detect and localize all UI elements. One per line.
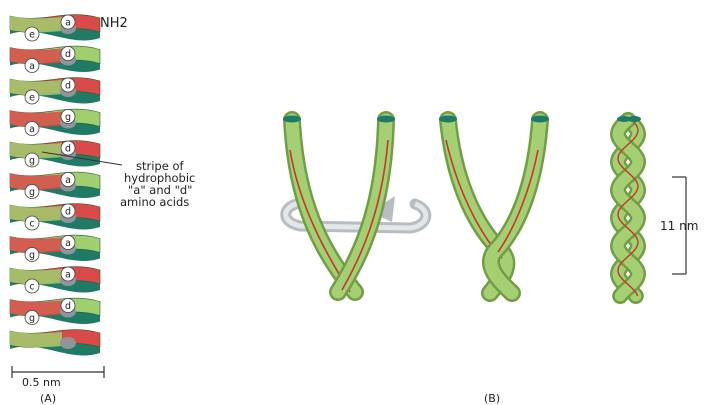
residue-label: g <box>29 313 35 324</box>
coil-end-cap <box>627 116 641 122</box>
residue-label: a <box>65 18 71 29</box>
residue-label: g <box>29 187 35 198</box>
residue-label: d <box>65 207 71 218</box>
residue-label: e <box>29 93 35 104</box>
residue-label: g <box>29 250 35 261</box>
helix-front-band-shade <box>10 331 62 347</box>
residue-label: a <box>29 124 35 135</box>
residue-label: a <box>65 238 71 249</box>
residue-label: e <box>29 30 35 41</box>
annotation-line-4: amino acids <box>120 195 189 209</box>
residue-label: d <box>65 49 71 60</box>
residue-label: c <box>29 282 34 293</box>
coiled-coil <box>617 116 641 296</box>
residue-label: d <box>65 81 71 92</box>
residue-label: a <box>65 175 71 186</box>
side-chain-blob <box>60 337 76 349</box>
residue-label: d <box>65 301 71 312</box>
pitch-label: 11 nm <box>660 219 698 233</box>
panel-a-label: (A) <box>40 392 56 405</box>
panel-b-label: (B) <box>484 392 500 405</box>
helix-pair-twisting <box>439 116 549 294</box>
alpha-helix: a e d a d e g a d g a g d c a g a c d g <box>10 15 100 356</box>
nh2-terminus-label: NH2 <box>100 16 128 31</box>
helix-pair-separated <box>283 116 395 293</box>
residue-label: c <box>29 219 34 230</box>
residue-label: d <box>65 144 71 155</box>
residue-label: g <box>65 112 71 123</box>
residue-label: a <box>65 270 71 281</box>
residue-label: a <box>29 61 35 72</box>
residue-label: g <box>29 156 35 167</box>
scale-bar-label: 0.5 nm <box>22 376 61 389</box>
